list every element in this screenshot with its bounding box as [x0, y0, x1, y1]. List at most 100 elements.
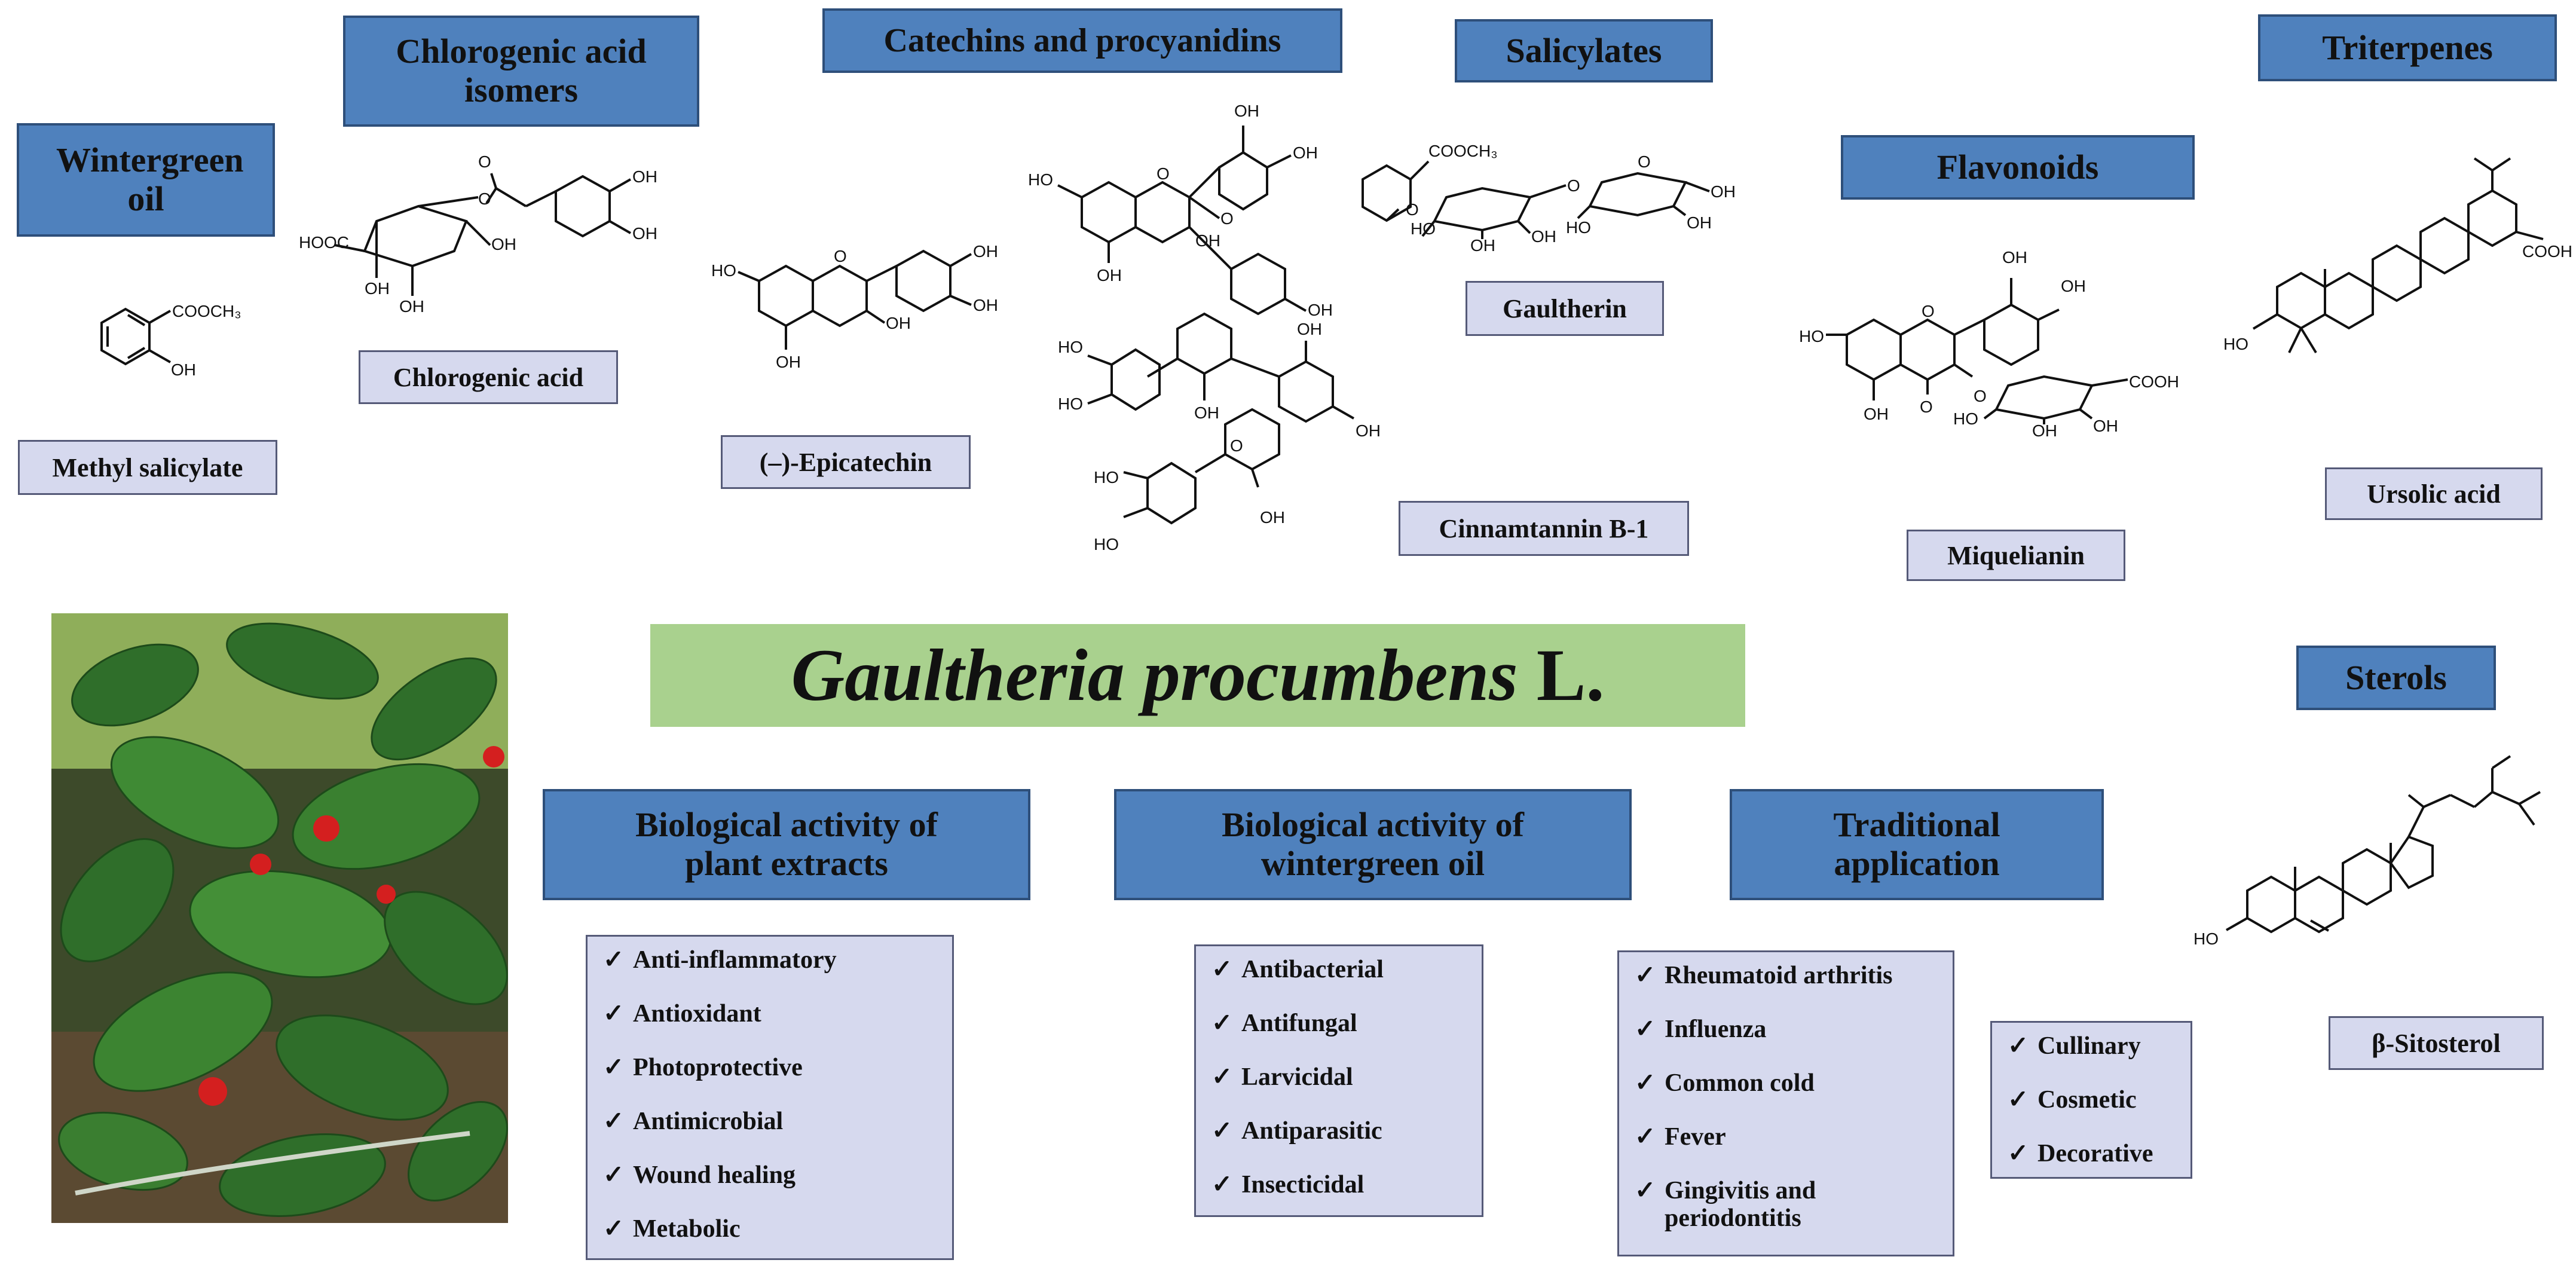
- svg-text:O: O: [1406, 200, 1419, 219]
- list-traditional-uses: ✓Rheumatoid arthritis✓Influenza✓Common c…: [1617, 950, 1954, 1256]
- header-bio-oil: Biological activity of wintergreen oil: [1114, 789, 1632, 900]
- svg-text:OH: OH: [2002, 248, 2027, 267]
- svg-text:OH: OH: [886, 314, 911, 332]
- header-catechins-text: Catechins and procyanidins: [883, 22, 1281, 59]
- svg-text:OH: OH: [1864, 405, 1889, 423]
- oil-item-text: Antifungal: [1241, 1010, 1357, 1037]
- uses-item-text: Cosmetic: [2037, 1086, 2137, 1114]
- check-icon: ✓: [2008, 1086, 2029, 1114]
- svg-text:COOH: COOH: [2129, 372, 2179, 391]
- header-triterpenes: Triterpenes: [2258, 14, 2557, 81]
- svg-text:OH: OH: [1234, 102, 1259, 120]
- traditional-item-text: Common cold: [1665, 1069, 1815, 1097]
- label-chlorogenic-acid: Chlorogenic acid: [359, 350, 618, 404]
- check-icon: ✓: [1211, 1010, 1233, 1037]
- header-bio-oil-text: Biological activity of wintergreen oil: [1222, 805, 1524, 883]
- svg-text:HO: HO: [711, 261, 736, 280]
- header-sterols: Sterols: [2296, 646, 2496, 710]
- uses-item: ✓Decorative: [2008, 1140, 2179, 1194]
- molecule-epicatechin: O OH OH OH HO OH: [711, 242, 998, 371]
- svg-text:OH: OH: [171, 360, 196, 379]
- label-gaultherin: Gaultherin: [1466, 281, 1664, 336]
- header-wintergreen-oil: Wintergreen oil: [17, 123, 275, 237]
- molecule-sitosterol: HO: [2193, 755, 2541, 948]
- check-icon: ✓: [1635, 962, 1656, 989]
- uses-item: ✓ Cosmetic: [2008, 1086, 2179, 1140]
- extracts-item-text: Metabolic: [633, 1215, 741, 1243]
- species-title: Gaultheria procumbens L.: [650, 624, 1745, 727]
- svg-text:OH: OH: [1308, 301, 1333, 319]
- header-traditional-text: Traditional application: [1833, 805, 2000, 883]
- header-flavonoids-text: Flavonoids: [1936, 147, 2099, 186]
- species-name: Gaultheria procumbens: [791, 634, 1518, 716]
- header-flavonoids: Flavonoids: [1841, 135, 2195, 200]
- extracts-item: ✓Photoprotective: [603, 1054, 940, 1108]
- oil-item-text: Antibacterial: [1241, 956, 1384, 983]
- svg-text:COOH: COOH: [2522, 242, 2572, 261]
- plant-photo: [51, 613, 508, 1223]
- svg-text:OH: OH: [632, 167, 657, 186]
- oil-item: ✓Larvicidal: [1211, 1063, 1470, 1117]
- extracts-item: ✓Antimicrobial: [603, 1108, 940, 1161]
- svg-text:COOCH₃: COOCH₃: [1428, 142, 1498, 160]
- svg-text:HO: HO: [1799, 327, 1824, 345]
- traditional-item-text: Rheumatoid arthritis: [1665, 962, 1893, 989]
- svg-text:O: O: [1157, 164, 1170, 183]
- extracts-item: ✓Wound healing: [603, 1161, 940, 1215]
- traditional-item: ✓Gingivitis and periodontitis: [1635, 1177, 1941, 1232]
- svg-text:OH: OH: [2061, 277, 2086, 295]
- check-icon: ✓: [1635, 1069, 1656, 1097]
- oil-item: ✓Insecticidal: [1211, 1171, 1470, 1225]
- svg-text:OH: OH: [2093, 417, 2118, 435]
- svg-text:HO: HO: [1058, 338, 1083, 356]
- label-miquelianin: Miquelianin: [1907, 530, 2125, 581]
- svg-text:HO: HO: [1566, 218, 1591, 237]
- molecule-chlorogenic-acid: O O OH OH HOOC OH OH OH: [299, 152, 657, 316]
- label-ursolic-acid: Ursolic acid: [2325, 467, 2543, 520]
- svg-text:O: O: [478, 189, 491, 208]
- svg-text:O: O: [1567, 176, 1580, 195]
- extracts-item: ✓Anti-inflammatory: [603, 946, 940, 1000]
- svg-text:HO: HO: [1953, 409, 1978, 428]
- uses-item-text: Cullinary: [2037, 1032, 2141, 1060]
- label-sitosterol: β-Sitosterol: [2329, 1016, 2544, 1070]
- check-icon: ✓: [603, 1000, 625, 1028]
- header-bio-extracts-text: Biological activity of plant extracts: [635, 805, 938, 883]
- svg-text:HO: HO: [2223, 335, 2248, 353]
- svg-text:OH: OH: [491, 235, 516, 253]
- svg-text:O: O: [1230, 436, 1243, 455]
- label-epicatechin: (–)-Epicatechin: [721, 435, 971, 489]
- extracts-item-text: Wound healing: [633, 1161, 796, 1189]
- svg-text:O: O: [1974, 387, 1987, 405]
- check-icon: ✓: [1211, 956, 1233, 983]
- molecule-gaultherin: COOCH₃ O O HO OH OH O HO OH OH: [1362, 142, 1736, 255]
- check-icon: ✓: [1211, 1117, 1233, 1145]
- header-chlorogenic-text: Chlorogenic acid isomers: [396, 32, 647, 109]
- check-icon: ✓: [603, 1215, 625, 1243]
- traditional-item: ✓Influenza: [1635, 1016, 1941, 1069]
- svg-text:O: O: [1922, 302, 1935, 320]
- oil-item: ✓Antiparasitic: [1211, 1117, 1470, 1171]
- svg-text:OH: OH: [973, 296, 998, 314]
- check-icon: ✓: [1635, 1123, 1656, 1151]
- extracts-item-text: Antimicrobial: [633, 1108, 784, 1135]
- molecule-ursolic-acid: COOH HO: [2223, 157, 2572, 354]
- uses-item: ✓Cullinary: [2008, 1032, 2179, 1086]
- header-bio-extracts: Biological activity of plant extracts: [543, 789, 1030, 900]
- svg-text:COOCH₃: COOCH₃: [172, 302, 241, 320]
- svg-text:OH: OH: [1097, 266, 1122, 285]
- header-salicylates: Salicylates: [1455, 19, 1713, 82]
- list-extract-activities: ✓Anti-inflammatory✓Antioxidant✓Photoprot…: [586, 935, 954, 1260]
- extracts-item-text: Anti-inflammatory: [633, 946, 837, 974]
- extracts-item-text: Photoprotective: [633, 1054, 803, 1081]
- header-triterpenes-text: Triterpenes: [2322, 27, 2493, 67]
- svg-text:OH: OH: [973, 242, 998, 261]
- list-oil-activities: ✓Antibacterial✓Antifungal✓Larvicidal✓Ant…: [1194, 944, 1483, 1217]
- svg-text:OH: OH: [776, 353, 801, 371]
- svg-text:OH: OH: [1687, 213, 1712, 232]
- oil-item: ✓ Antifungal: [1211, 1010, 1470, 1063]
- oil-item-text: Larvicidal: [1241, 1063, 1353, 1091]
- svg-text:HO: HO: [1058, 395, 1083, 413]
- svg-text:HO: HO: [1028, 170, 1053, 189]
- svg-text:O: O: [1638, 152, 1651, 171]
